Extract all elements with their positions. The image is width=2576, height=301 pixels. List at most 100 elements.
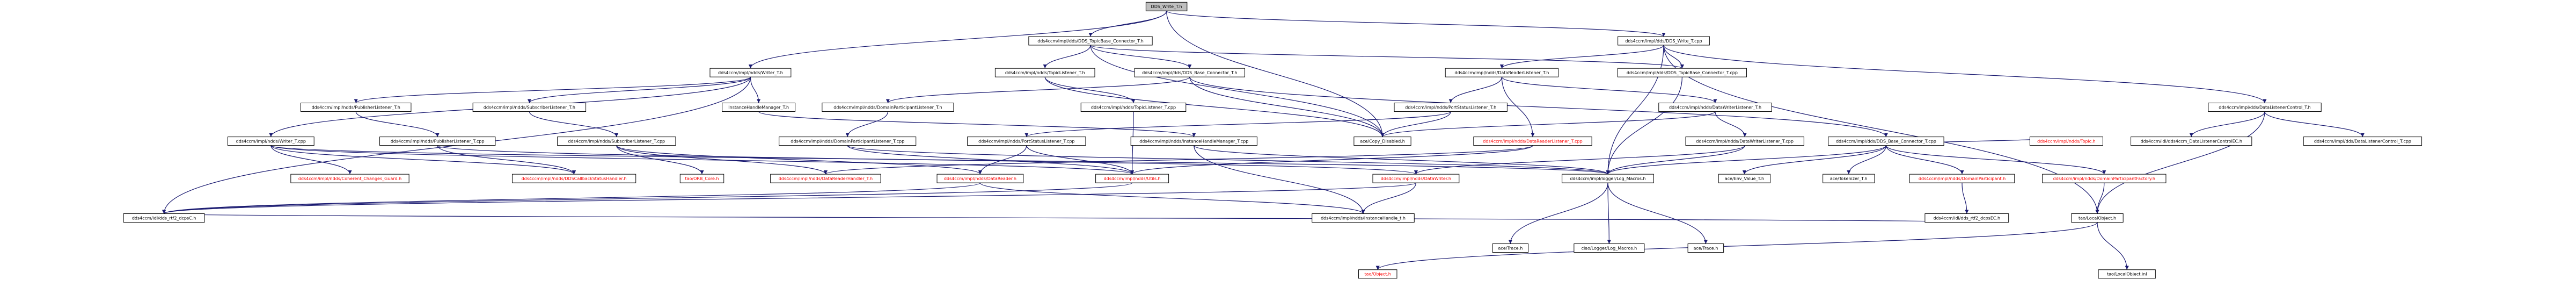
node-box <box>472 103 587 112</box>
node-domain-participant-listener-cpp[interactable]: dds4ccm/impl/ndds/DomainParticipantListe… <box>779 137 917 146</box>
node-ace-tokenizer[interactable]: ace/Tokenizer_T.h <box>1823 174 1875 183</box>
node-base-connector-cpp[interactable]: dds4ccm/impl/dds/DDS_Base_Connector_T.cp… <box>1828 137 1944 146</box>
node-box <box>1134 68 1246 77</box>
node-label: dds4ccm/impl/ndds/DomainParticipantListe… <box>833 105 942 110</box>
node-label: dds4ccm/impl/ndds/TopicListener_T.h <box>1005 70 1085 75</box>
edge-datalistener_control_h-to-ccm_datalistener_control <box>2189 111 2265 137</box>
node-topic-listener-h[interactable]: dds4ccm/impl/ndds/TopicListener_T.h <box>994 68 1095 77</box>
node-label: dds4ccm/impl/ndds/DataWriterListener_T.h <box>1669 105 1761 110</box>
node-datareader-listener-h[interactable]: dds4ccm/impl/ndds/DataReaderListener_T.h <box>1445 68 1559 77</box>
node-label: tao/ORB_Core.h <box>685 176 719 181</box>
node-tao-orb-core[interactable]: tao/ORB_Core.h <box>679 174 724 183</box>
edge-base_connector_h-to-domain_participant_listener_h <box>885 76 1190 104</box>
node-port-status-listener-h[interactable]: dds4ccm/impl/ndds/PortStatusListener_T.h <box>1394 103 1507 112</box>
node-box <box>1658 103 1772 112</box>
node-label: dds4ccm/impl/ndds/DDSCallbackStatusHandl… <box>522 176 627 181</box>
edge-writer_h-to-publisher_listener_h <box>354 76 751 104</box>
node-label: dds4ccm/impl/dds/DDS_TopicBase_Connector… <box>1037 39 1144 44</box>
node-box <box>1924 213 2009 223</box>
node-label: dds4ccm/impl/ndds/SubscriberListener_T.h <box>484 105 575 110</box>
node-ace-env-value[interactable]: ace/Env_Value_T.h <box>1718 174 1771 183</box>
node-dds-write-cpp[interactable]: dds4ccm/impl/dds/DDS_Write_T.cpp <box>1618 36 1710 46</box>
node-box <box>770 174 881 183</box>
node-ace-trace-a[interactable]: ace/Trace.h <box>1492 243 1529 253</box>
node-dds-rtf2-dcps[interactable]: dds4ccm/idl/dds_rtf2_dcpsC.h <box>123 213 205 223</box>
node-label: dds4ccm/impl/ndds/PortStatusListener_T.h <box>1405 105 1496 110</box>
edge-publisher_listener_cpp-to-dds_callback_status_handler <box>437 145 576 175</box>
node-datawriter-listener-cpp[interactable]: dds4ccm/impl/ndds/DataWriterListener_T.c… <box>1685 137 1804 146</box>
edge-subscriber_listener_cpp-to-datareader_handler <box>616 145 828 175</box>
node-topic-listener-cpp[interactable]: dds4ccm/impl/ndds/TopicListener_T.cpp <box>1080 103 1187 112</box>
node-utils-h[interactable]: dds4ccm/impl/ndds/Utils.h <box>1095 174 1169 183</box>
node-box <box>227 137 314 146</box>
node-domain-participant-listener-h[interactable]: dds4ccm/impl/ndds/DomainParticipantListe… <box>822 103 954 112</box>
node-label: dds4ccm/impl/dds/DataListenerControl_T.c… <box>2314 139 2411 144</box>
node-datareader-handler[interactable]: dds4ccm/impl/ndds/DataReaderHandler_T.h <box>770 174 881 183</box>
nodes-layer: DDS_Write_T.hdds4ccm/impl/dds/DDS_TopicB… <box>123 2 2423 279</box>
edge-datawriter_listener_cpp-to-log_macros_h <box>1606 145 1745 175</box>
node-ccm-datalistener-control[interactable]: dds4ccm/idl/dds4ccm_DataListenerControlE… <box>2131 137 2252 146</box>
node-writer-h[interactable]: dds4ccm/impl/ndds/Writer_T.h <box>709 68 792 77</box>
edge-port_status_listener_h-to-port_status_listener_cpp <box>1024 111 1451 138</box>
node-datawriter-h[interactable]: dds4ccm/impl/ndds/DataWriter.h <box>1372 174 1460 183</box>
node-tao-object-h[interactable]: tao/Object.h <box>1358 269 1397 279</box>
node-datawriter-listener-h[interactable]: dds4ccm/impl/ndds/DataWriterListener_T.h <box>1658 103 1772 112</box>
node-tao-local-object-inl[interactable]: tao/LocalObject.inl <box>2098 269 2156 279</box>
edge-dds_write_cpp-to-datareader_listener_h <box>1499 45 1664 69</box>
node-writer-cpp[interactable]: dds4ccm/impl/ndds/Writer_T.cpp <box>227 137 314 146</box>
edge-tao_local_object_h-to-tao_object_h <box>1375 222 2098 270</box>
node-box <box>1473 137 1592 146</box>
node-publisher-listener-h[interactable]: dds4ccm/impl/ndds/PublisherListener_T.h <box>300 103 412 112</box>
node-topic-h[interactable]: dds4ccm/impl/ndds/Topic.h <box>2029 137 2103 146</box>
edge-root-to-ace_copy_disabled <box>1166 11 1385 137</box>
node-instance-handle-manager-h[interactable]: InstanceHandleManager_T.h <box>722 103 796 112</box>
node-box <box>936 174 1024 183</box>
node-subscriber-listener-cpp[interactable]: dds4ccm/impl/ndds/SubscriberListener_T.c… <box>557 137 676 146</box>
node-dds-callback-status-handler[interactable]: dds4ccm/impl/ndds/DDSCallbackStatusHandl… <box>511 174 636 183</box>
node-topicbase-cpp[interactable]: dds4ccm/impl/dds/DDS_TopicBase_Connector… <box>1617 68 1747 77</box>
edge-writer_cpp-to-utils_h <box>270 145 1134 175</box>
node-subscriber-listener-h[interactable]: dds4ccm/impl/ndds/SubscriberListener_T.h <box>472 103 587 112</box>
node-label: dds4ccm/impl/ndds/Writer_T.h <box>718 70 783 75</box>
node-publisher-listener-cpp[interactable]: dds4ccm/impl/ndds/PublisherListener_T.cp… <box>379 137 496 146</box>
node-box <box>1358 269 1397 279</box>
node-port-status-listener-cpp[interactable]: dds4ccm/impl/ndds/PortStatusListener_T.c… <box>967 137 1086 146</box>
node-label: dds4ccm/impl/dds/DataListenerControl_T.h <box>2219 105 2311 110</box>
edge-subscriber_listener_cpp-to-datareader_h <box>616 145 982 175</box>
edge-topicbase_connector-to-ace_copy_disabled <box>1090 45 1385 137</box>
node-domain-participant-h[interactable]: dds4ccm/impl/ndds/DomainParticipant.h <box>1909 174 2015 183</box>
node-datareader-h[interactable]: dds4ccm/impl/ndds/DataReader.h <box>936 174 1024 183</box>
node-box <box>1130 137 1257 146</box>
node-base-connector-h[interactable]: dds4ccm/impl/dds/DDS_Base_Connector_T.h <box>1134 68 1246 77</box>
edge-publisher_listener_cpp-to-datawriter_h <box>437 145 1418 175</box>
node-label: dds4ccm/impl/ndds/DataReaderListener_T.h <box>1454 70 1549 75</box>
node-tao-local-object-h[interactable]: tao/LocalObject.h <box>2071 213 2124 223</box>
node-box <box>557 137 676 146</box>
node-ace-copy-disabled[interactable]: ace/Copy_Disabled.h <box>1353 137 1411 146</box>
edge-domain_participant_h-to-dds_rtf2_dcps_ec <box>1962 183 1969 214</box>
node-topicbase-connector[interactable]: dds4ccm/impl/dds/DDS_TopicBase_Connector… <box>1028 36 1153 46</box>
node-datareader-listener-cpp[interactable]: dds4ccm/impl/ndds/DataReaderListener_T.c… <box>1473 137 1592 146</box>
node-log-macros-h[interactable]: dds4ccm/impl/logger/Log_Macros.h <box>1562 174 1654 183</box>
node-box <box>1028 36 1153 46</box>
node-ciao-logger-macros[interactable]: ciao/Logger/Log_Macros.h <box>1574 243 1645 253</box>
node-coherent-changes-guard[interactable]: dds4ccm/impl/ndds/Coherent_Changes_Guard… <box>290 174 409 183</box>
node-instance-handle-t[interactable]: dds4ccm/impl/ndds/InstanceHandle_t.h <box>1312 213 1415 223</box>
node-datalistener-control-cpp[interactable]: dds4ccm/impl/dds/DataListenerControl_T.c… <box>2303 137 2423 146</box>
node-box <box>1353 137 1411 146</box>
node-label: dds4ccm/impl/ndds/DataWriter.h <box>1381 176 1451 181</box>
node-box <box>379 137 496 146</box>
node-datalistener-control-h[interactable]: dds4ccm/impl/dds/DataListenerControl_T.h <box>2208 103 2322 112</box>
node-instance-handle-manager-cpp[interactable]: dds4ccm/impl/ndds/InstanceHandleManager_… <box>1130 137 1257 146</box>
node-box <box>1687 243 1724 253</box>
node-domain-participant-factory-h[interactable]: dds4ccm/impl/ndds/DomainParticipantFacto… <box>2042 174 2167 183</box>
node-ace-trace-b[interactable]: ace/Trace.h <box>1687 243 1724 253</box>
node-box <box>1394 103 1507 112</box>
node-dds-rtf2-dcps-ec[interactable]: dds4ccm/idl/dds_rtf2_dcpsEC.h <box>1924 213 2009 223</box>
node-label: dds4ccm/impl/ndds/Topic.h <box>2037 139 2096 144</box>
edge-port_status_listener_h-to-ace_copy_disabled <box>1380 111 1451 137</box>
node-label: InstanceHandleManager_T.h <box>728 105 789 110</box>
edge-topicbase_connector-to-base_connector_h <box>1090 45 1192 69</box>
node-box <box>1095 174 1169 183</box>
edge-base_connector_h-to-ace_copy_disabled <box>1189 77 1385 137</box>
